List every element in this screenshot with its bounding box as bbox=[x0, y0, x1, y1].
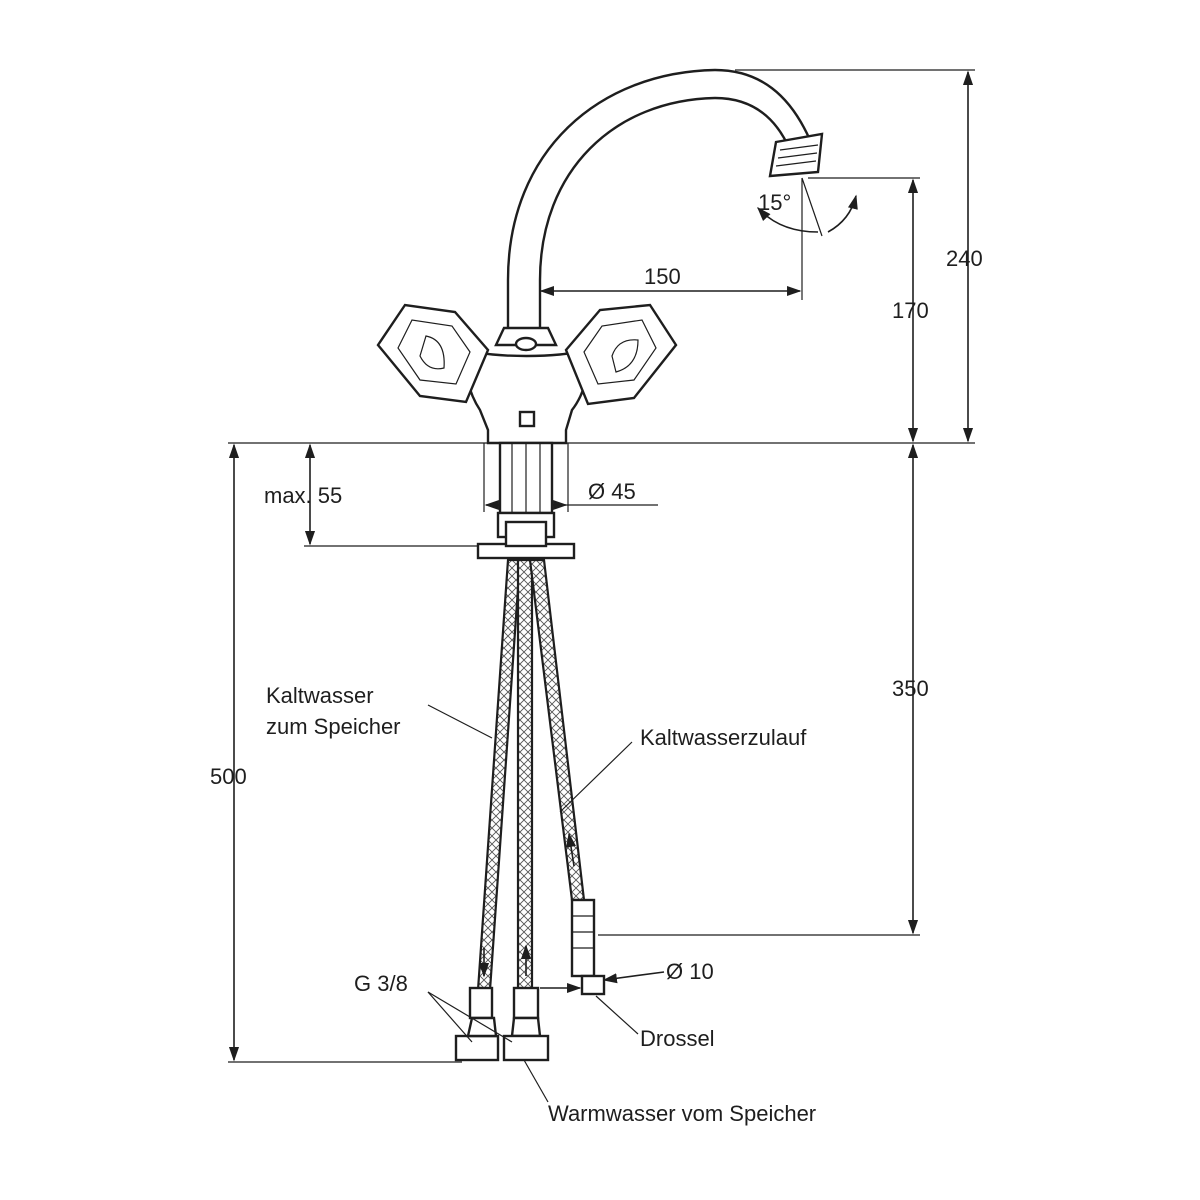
dim-500: 500 bbox=[210, 764, 247, 789]
label-cold-inlet: Kaltwasserzulauf bbox=[640, 725, 807, 750]
label-warm-from-storage: Warmwasser vom Speicher bbox=[548, 1101, 816, 1126]
dimension-labels: 240 170 150 15° max. 55 Ø 45 500 350 Ø 1… bbox=[210, 190, 983, 984]
dim-150: 150 bbox=[644, 264, 681, 289]
dim-angle-15: 15° bbox=[758, 190, 791, 215]
label-cold-to-storage-2: zum Speicher bbox=[266, 714, 401, 739]
label-cold-to-storage-1: Kaltwasser bbox=[266, 683, 374, 708]
dim-350: 350 bbox=[892, 676, 929, 701]
label-thread: G 3/8 bbox=[354, 971, 408, 996]
faucet-body bbox=[376, 68, 824, 560]
dim-diameter-10: Ø 10 bbox=[666, 959, 714, 984]
callout-labels: Kaltwasser zum Speicher Kaltwasserzulauf… bbox=[266, 683, 816, 1126]
dim-170: 170 bbox=[892, 298, 929, 323]
dimension-lines bbox=[228, 69, 975, 1063]
hoses bbox=[454, 520, 606, 1062]
dim-diameter-45: Ø 45 bbox=[588, 479, 636, 504]
label-restrictor: Drossel bbox=[640, 1026, 715, 1051]
leader-lines bbox=[427, 704, 639, 1103]
dim-240: 240 bbox=[946, 246, 983, 271]
dim-max-55: max. 55 bbox=[264, 483, 342, 508]
